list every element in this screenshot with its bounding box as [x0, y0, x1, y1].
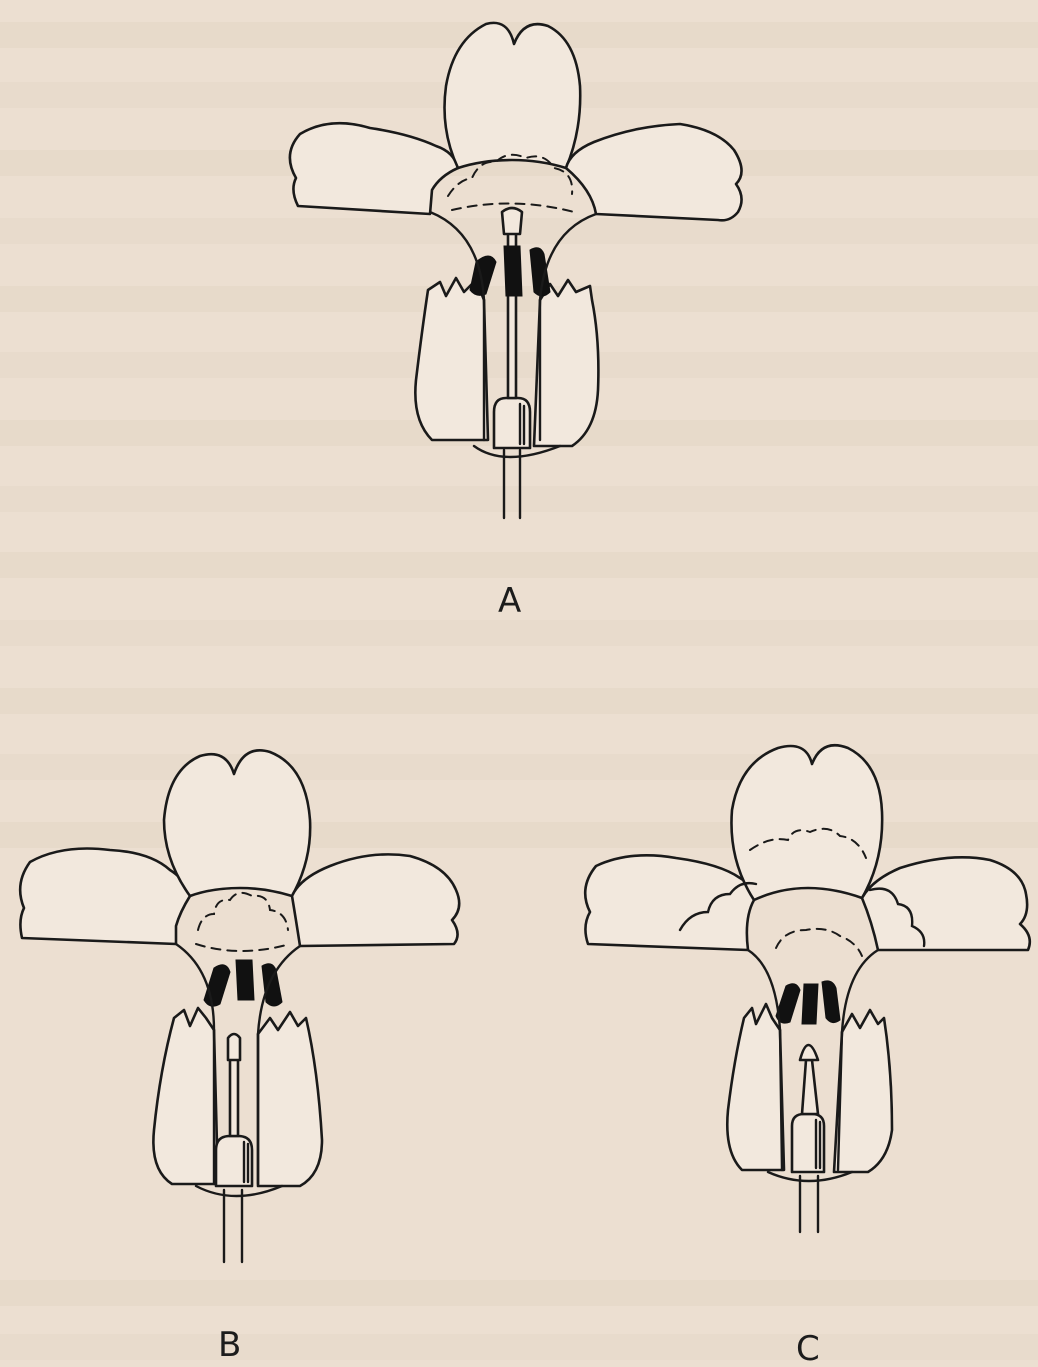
flower-b-calyx-left [153, 1008, 218, 1184]
flower-c-style [802, 1060, 818, 1114]
flower-b-petal-left [20, 849, 190, 945]
flower-b-ovary [216, 1136, 252, 1186]
flower-b-petal-right [292, 854, 459, 946]
flower-c-calyx-left [727, 1004, 784, 1170]
flower-c-stigma [800, 1045, 818, 1060]
flower-a-stigma [502, 208, 522, 234]
flower-c-throat-lower [776, 929, 862, 956]
flower-c-anther-middle [802, 984, 818, 1024]
flower-c [585, 745, 1030, 1232]
label-a: A [498, 581, 521, 621]
flower-b-calyx-right [258, 1012, 322, 1186]
flower-c-petal-left [585, 855, 754, 950]
flower-b-throat [198, 893, 288, 930]
flower-a-anther-middle [504, 246, 522, 296]
flower-b-petal-top [164, 750, 310, 896]
flower-b-anther-middle [236, 960, 254, 1000]
flower-b-anther-right [262, 964, 282, 1006]
flower-a-petal-right [566, 124, 742, 220]
flower-a-petal-left [290, 123, 458, 214]
label-b: B [218, 1325, 241, 1365]
flower-a-calyx-right [534, 280, 598, 446]
flower-c-petal-right [862, 857, 1030, 950]
label-c: C [796, 1329, 820, 1367]
flower-a-calyx-left [415, 278, 488, 440]
flower-c-petal-top [731, 745, 882, 900]
flower-c-anther-right [822, 981, 840, 1023]
flower-a-petal-top [445, 23, 581, 168]
flower-b-stigma [228, 1034, 240, 1060]
flower-b-style [230, 1054, 238, 1136]
